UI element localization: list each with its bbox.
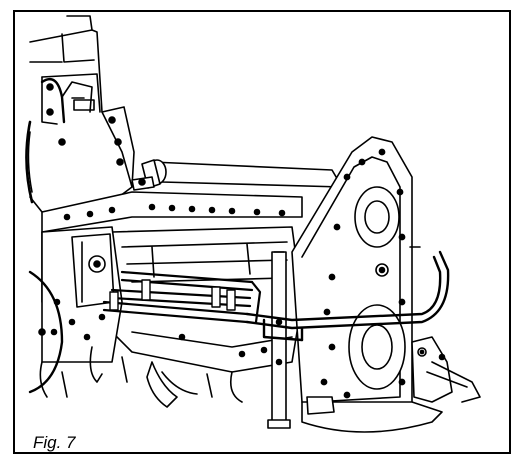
left-side-plate <box>28 226 123 394</box>
figure-caption: Fig. 7 <box>33 433 76 452</box>
support-post <box>267 251 291 429</box>
rake-bars <box>102 270 262 324</box>
gearbox-cover <box>291 136 413 423</box>
rotary-tiller-illustration <box>25 15 481 433</box>
rear-skid <box>301 246 481 433</box>
guard-rail <box>245 250 450 342</box>
hitch-mast <box>25 15 135 213</box>
rotor-tines <box>39 346 243 408</box>
drive-shaft <box>131 159 343 191</box>
figure-frame: Fig. 7 <box>13 10 511 454</box>
